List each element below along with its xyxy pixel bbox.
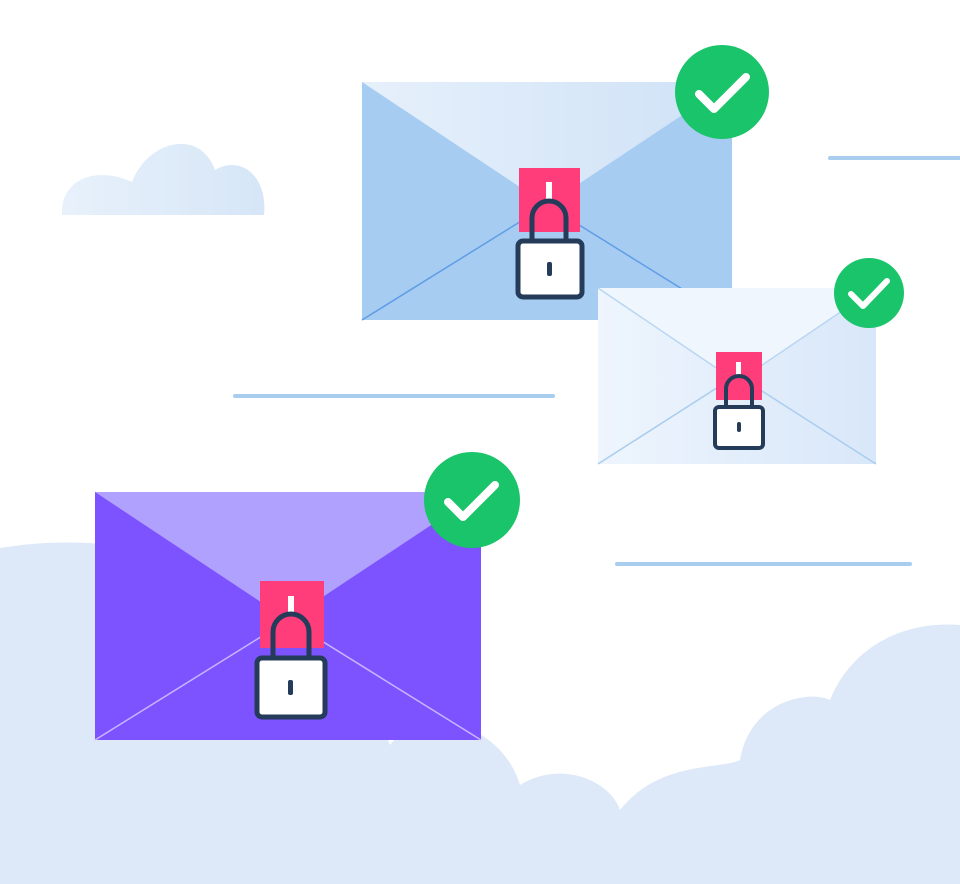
checkmark-icon	[695, 73, 750, 113]
check-circle	[424, 452, 520, 548]
envelope-large-blue	[361, 45, 769, 321]
envelope-padlock	[713, 352, 765, 450]
padlock-shackle	[270, 611, 312, 662]
seal-highlight	[288, 596, 294, 616]
verified-badge	[675, 45, 769, 139]
small-cloud	[61, 143, 265, 215]
check-circle	[834, 258, 904, 328]
envelope-padlock	[515, 168, 585, 300]
envelope-flap	[598, 288, 876, 382]
checkmark-icon	[444, 481, 499, 521]
padlock-shackle	[724, 374, 754, 410]
envelope-purple	[94, 452, 520, 741]
checkmark-icon	[848, 278, 890, 309]
envelope-flap	[362, 82, 732, 205]
verified-badge	[834, 258, 904, 328]
envelope-flap	[95, 492, 481, 620]
seal-highlight	[546, 182, 552, 202]
seal-highlight	[736, 362, 741, 378]
padlock-keyhole	[547, 262, 552, 276]
padlock-keyhole	[737, 422, 741, 432]
padlock-keyhole	[288, 680, 293, 695]
padlock-shackle	[529, 198, 569, 244]
verified-badge	[424, 452, 520, 548]
envelope-padlock	[254, 581, 328, 720]
check-circle	[675, 45, 769, 139]
envelope-small-light	[597, 258, 904, 465]
